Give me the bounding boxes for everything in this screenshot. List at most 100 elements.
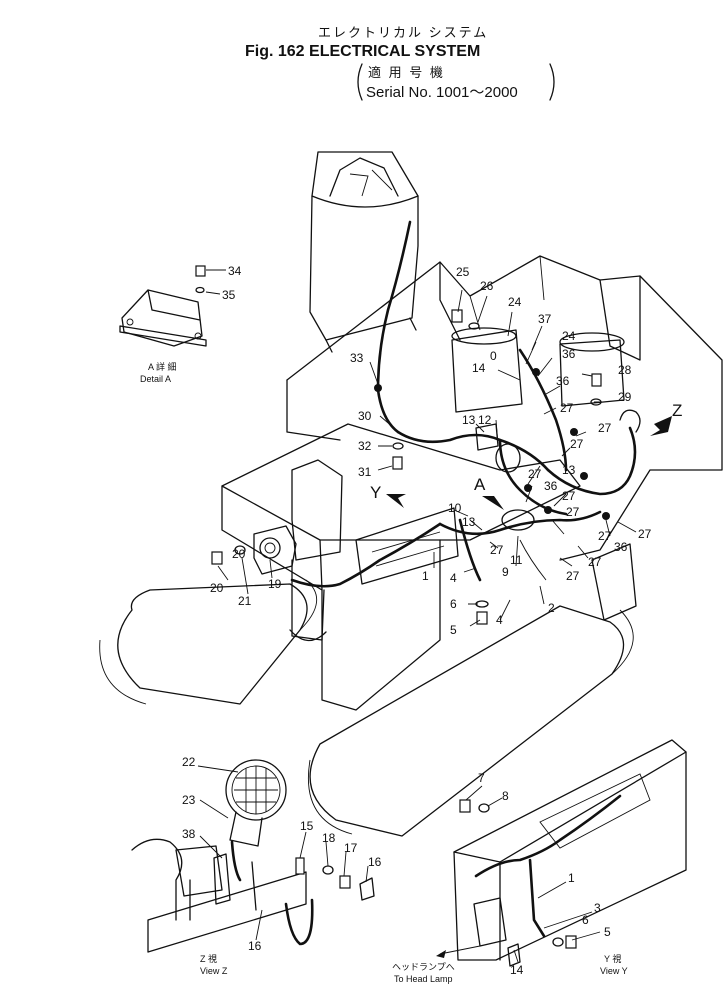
- callout-4b: 4: [496, 613, 503, 627]
- callout-1: 1: [422, 569, 429, 583]
- callout-13c: 13: [462, 515, 476, 529]
- view-y-harness: [474, 794, 622, 878]
- control-box: [355, 507, 459, 585]
- view-y: ヘッドランプへ To Head Lamp Y 視 View Y: [392, 739, 687, 984]
- view-y-vertical-lead: [528, 858, 546, 938]
- bolt-34-icon: [195, 265, 206, 277]
- detail-a-arrow-icon: [482, 496, 504, 510]
- leaders-mid: [475, 373, 602, 445]
- callout-27a: 27: [560, 401, 574, 415]
- view-z: Z 視 View Z: [131, 759, 375, 976]
- view-arrows: Z Y A: [370, 401, 682, 510]
- view-z-supports: [189, 861, 257, 921]
- head-lamp-grid: [234, 766, 278, 814]
- harness-lamp-lead: [290, 522, 442, 588]
- hardware: [195, 265, 602, 625]
- callout-17: 17: [344, 841, 358, 855]
- leaders-lamp: [217, 557, 273, 595]
- callout-35: 35: [222, 288, 236, 302]
- bolt-20-icon: [211, 551, 223, 565]
- callout-6a: 6: [450, 597, 457, 611]
- detail-a-caption-jp: A 詳 細: [148, 361, 177, 372]
- harness-middle: [396, 430, 550, 472]
- head-lamp-arrow-icon: [436, 950, 446, 958]
- terminal-15-icon: [295, 857, 305, 875]
- connector-ring: [501, 509, 535, 531]
- clip-5: [570, 428, 578, 436]
- callout-27d: 27: [528, 467, 542, 481]
- hood-edge: [439, 261, 461, 341]
- control-box-lines: [371, 531, 445, 567]
- bolt-31-icon: [392, 456, 403, 470]
- callout-10: 10: [448, 501, 462, 515]
- lamp-bracket: [253, 525, 297, 575]
- serial-bracket-right: [549, 63, 555, 101]
- leaders-right-lower: [551, 519, 637, 567]
- air-cleaner-cap: [329, 157, 399, 197]
- bolt-28-icon: [591, 373, 602, 387]
- callout-4a: 4: [450, 571, 457, 585]
- track-right: [309, 605, 625, 837]
- view-z-lead: [230, 840, 242, 882]
- relay-38-icon: [213, 853, 231, 905]
- harness-drop: [458, 518, 482, 582]
- callouts: 34 35 25 26 24 37 24 0 36 33 14 36 28 29…: [182, 264, 652, 977]
- callout-36a: 36: [562, 347, 576, 361]
- callout-3: 3: [594, 901, 601, 915]
- callout-27b: 27: [598, 421, 612, 435]
- callout-15: 15: [300, 819, 314, 833]
- callout-27k: 27: [566, 569, 580, 583]
- serial-range: Serial No. 1001～2000: [366, 84, 518, 101]
- callout-5a: 5: [450, 623, 457, 637]
- bolt-7-icon: [459, 799, 471, 813]
- leaders-view-y: [465, 785, 601, 963]
- column-lower: [291, 559, 325, 641]
- japanese-title: エレクトリカル システム: [318, 25, 488, 40]
- washer-21-icon: [234, 545, 246, 555]
- bolt-5-icon: [476, 611, 488, 625]
- view-y-panel: [453, 739, 687, 961]
- detail-a-marker: A: [474, 475, 486, 494]
- head-lamp-leader: [439, 945, 481, 955]
- applicable-label: 適 用 号 機: [368, 65, 445, 80]
- view-y-top-edge: [499, 751, 687, 863]
- washer-8-icon: [478, 803, 490, 813]
- clip-3: [580, 472, 588, 480]
- callout-27h: 27: [598, 529, 612, 543]
- view-y-caption-en: View Y: [600, 966, 628, 976]
- serial-bracket-left: [357, 63, 363, 101]
- leaders-harness: [525, 431, 587, 507]
- callout-36d: 36: [614, 540, 628, 554]
- callout-14b: 14: [510, 963, 524, 977]
- leaders-lower: [433, 552, 545, 627]
- track-left-edges: [99, 579, 318, 705]
- leaders-detail-a: [205, 269, 226, 295]
- callout-14a: 14: [472, 361, 486, 375]
- callout-5b: 5: [604, 925, 611, 939]
- air-cleaner-body: [309, 151, 419, 341]
- view-z-base-plate: [147, 871, 307, 953]
- callout-16b: 16: [248, 939, 262, 953]
- callout-18: 18: [322, 831, 336, 845]
- callout-32: 32: [358, 439, 372, 453]
- bolt-25-icon: [451, 309, 463, 323]
- washer-6b-icon: [552, 937, 564, 947]
- clamp-14-icon: [507, 943, 521, 967]
- callout-22: 22: [182, 755, 196, 769]
- callout-9: 9: [502, 565, 509, 579]
- callout-11: 11: [510, 553, 523, 567]
- leaders-view-z: [197, 765, 369, 941]
- callout-24a: 24: [508, 295, 522, 309]
- callout-27j: 27: [588, 555, 602, 569]
- detail-a-mount-plate: [119, 325, 207, 347]
- lamp-stand: [229, 811, 263, 847]
- column-post: [291, 459, 343, 561]
- z-connector: [619, 409, 641, 433]
- air-cleaner-rim: [311, 195, 419, 208]
- header: エレクトリカル システム Fig. 162 ELECTRICAL SYSTEM …: [245, 25, 555, 101]
- head-lamp-caption-en: To Head Lamp: [394, 974, 453, 984]
- callout-23: 23: [182, 793, 196, 807]
- callout-36c: 36: [544, 479, 558, 493]
- clip-4: [602, 512, 610, 520]
